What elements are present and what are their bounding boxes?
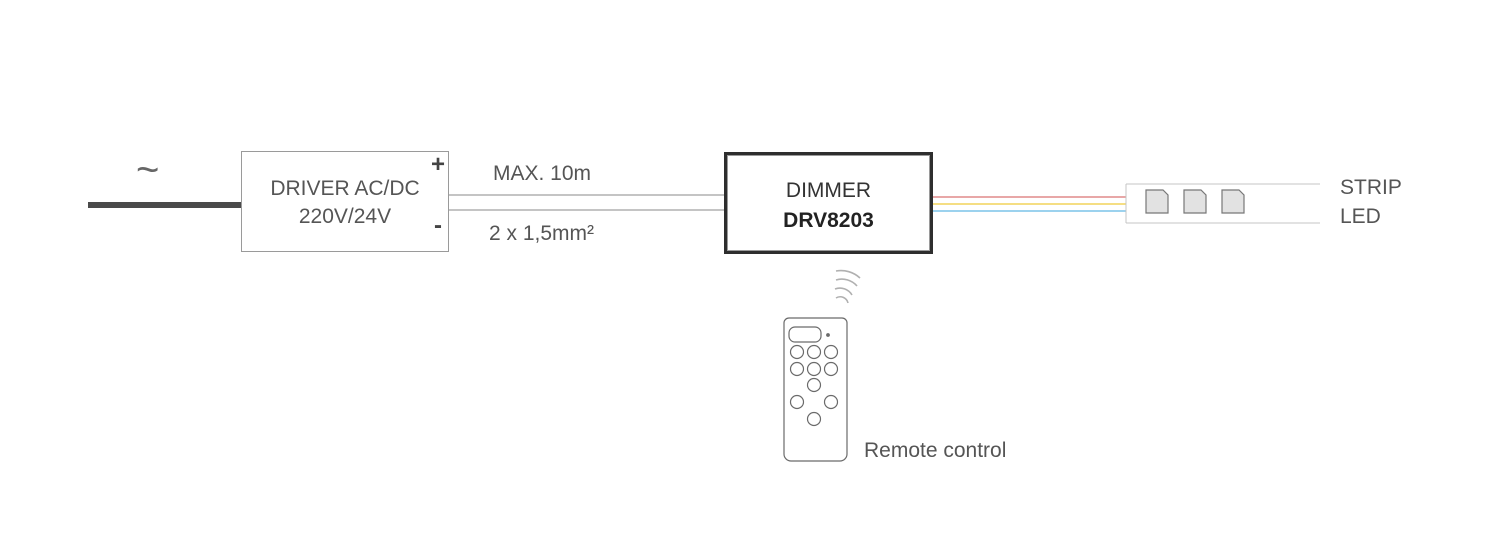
cable-length-label: MAX. 10m: [493, 162, 592, 185]
driver-rating: 220V/24V: [298, 205, 392, 228]
dimmer-model: DRV8203: [783, 209, 874, 232]
ac-symbol: ~: [136, 148, 160, 192]
strip-label-line2: LED: [1340, 205, 1381, 228]
remote-control-label: Remote control: [864, 439, 1007, 462]
remote-control-icon: [783, 317, 848, 462]
driver-minus-terminal: -: [434, 212, 442, 239]
dimmer-box: DIMMER DRV8203: [724, 152, 933, 254]
dimmer-title: DIMMER: [785, 179, 872, 202]
cable-section-label: 2 x 1,5mm²: [489, 222, 595, 245]
driver-title: DRIVER AC/DC: [270, 177, 420, 200]
driver-box: DRIVER AC/DC 220V/24V: [241, 151, 449, 252]
strip-label-line1: STRIP: [1340, 176, 1402, 199]
led-chip: [1145, 189, 1169, 214]
led-chip: [1183, 189, 1207, 214]
led-strip: [1125, 183, 1320, 224]
dc-cable: [449, 194, 724, 211]
output-wires: [933, 196, 1126, 212]
led-chip: [1221, 189, 1245, 214]
wireless-signal-icon: [834, 269, 861, 304]
driver-plus-terminal: +: [431, 151, 446, 178]
